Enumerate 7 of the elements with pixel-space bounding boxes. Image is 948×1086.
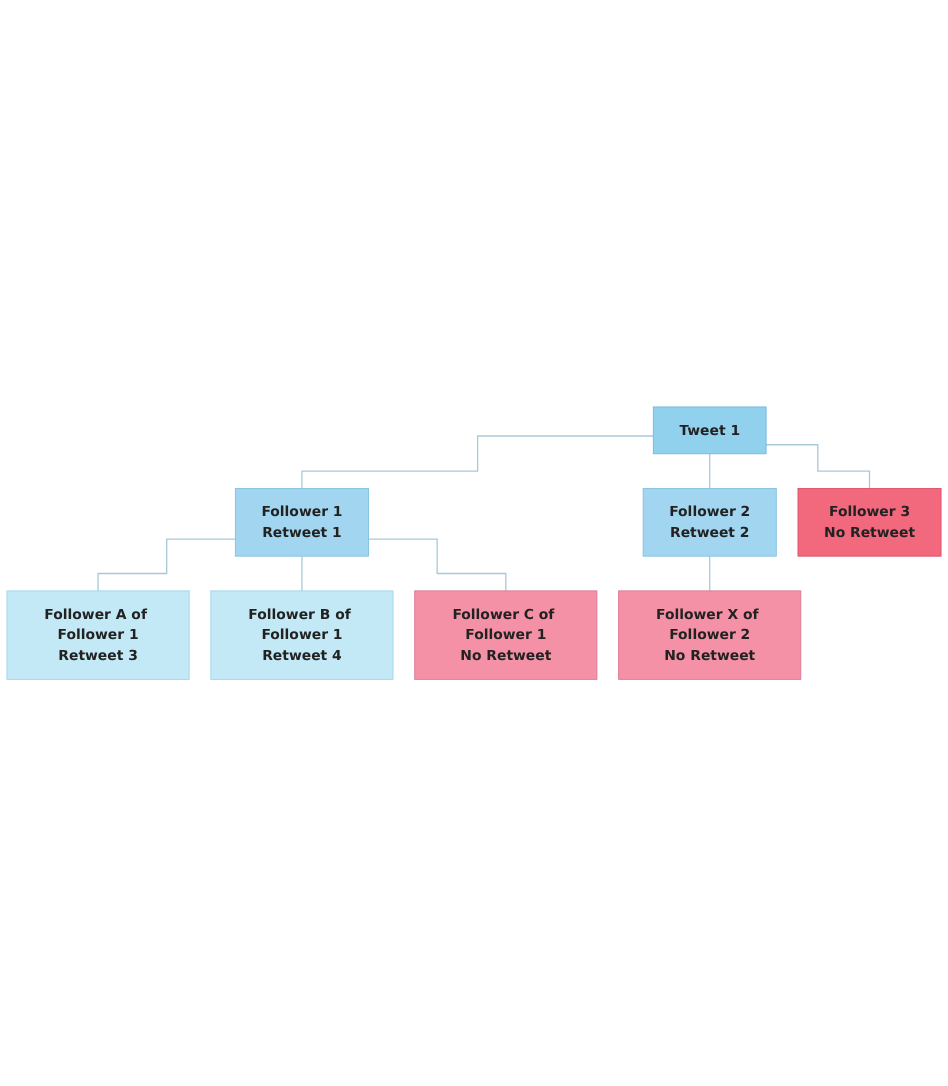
connector (709, 555, 711, 592)
connector (301, 555, 303, 592)
connector (97, 538, 236, 592)
connector (765, 443, 871, 489)
connector (367, 538, 507, 592)
connector (301, 435, 654, 489)
connector (709, 453, 711, 489)
